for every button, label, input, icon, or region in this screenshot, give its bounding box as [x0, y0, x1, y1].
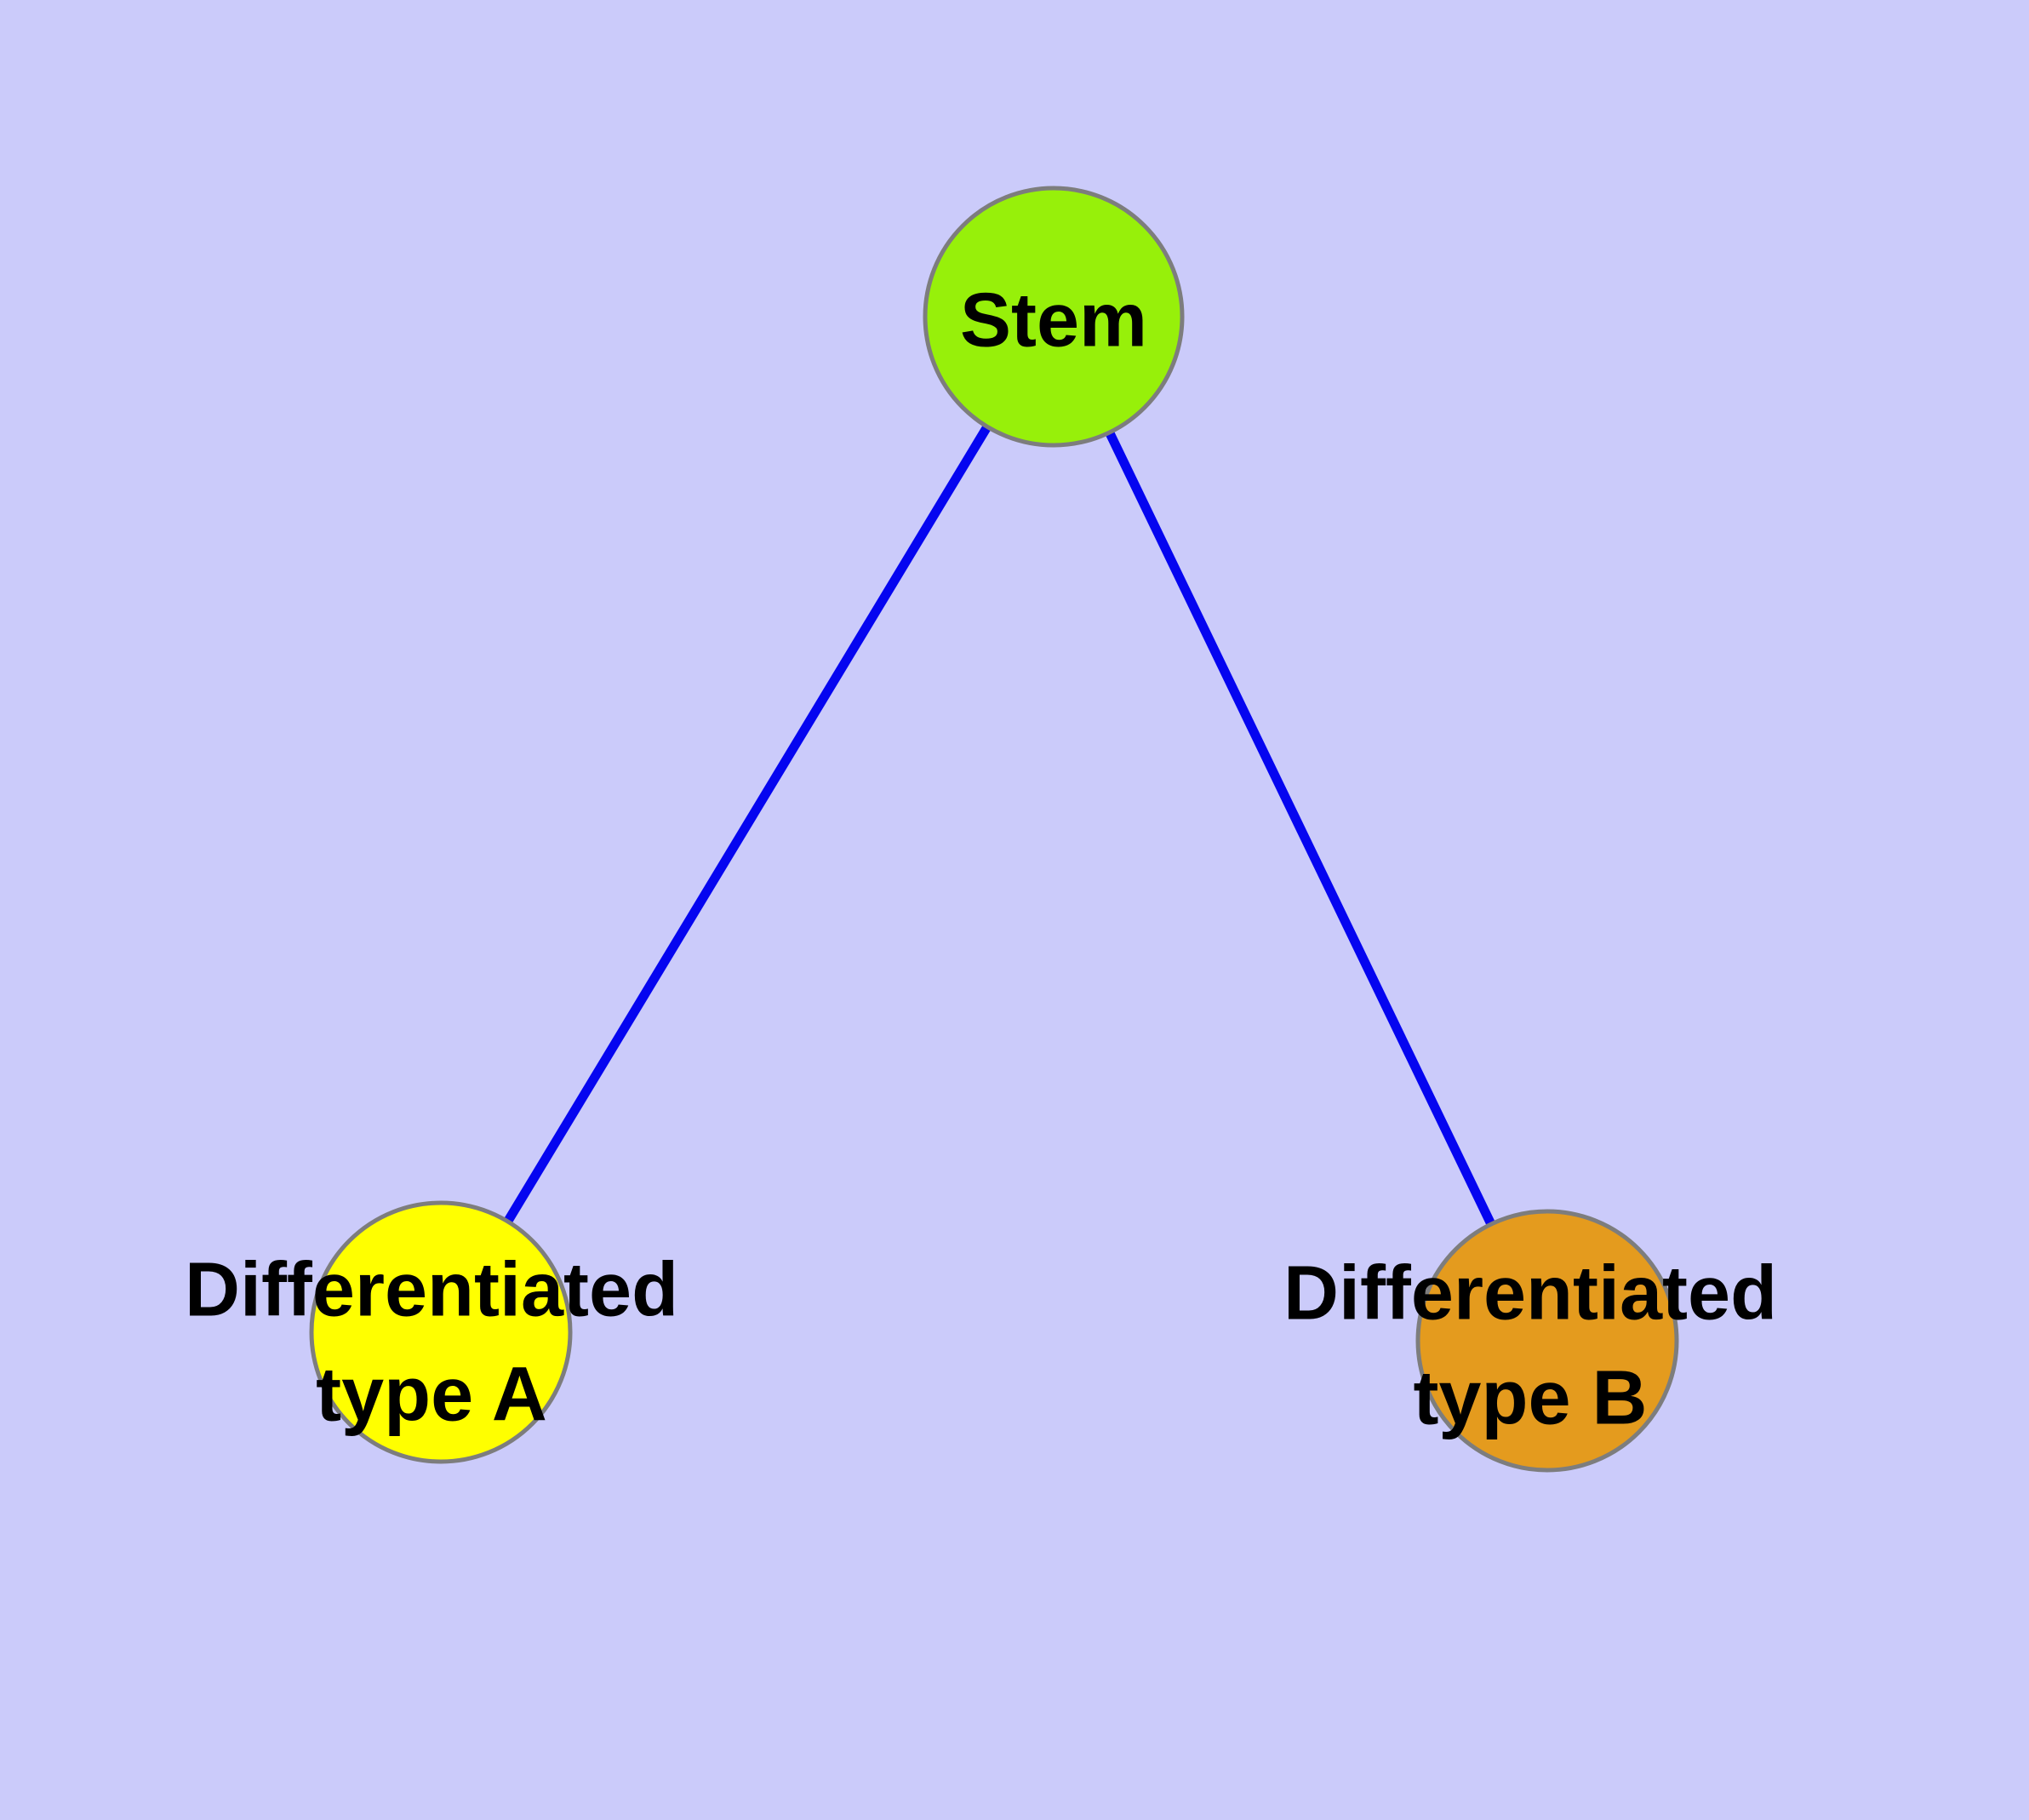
edge-stem-to-type-b [1049, 314, 1552, 1343]
node-stem-circle [923, 186, 1185, 448]
node-type-b-label: Differentiated type B [1283, 1242, 1777, 1452]
node-type-b-label-line2: type B [1413, 1356, 1648, 1441]
node-stem-label: Stem [959, 278, 1148, 363]
node-type-a-label-line1: Differentiated [184, 1247, 679, 1333]
edge-stem-to-type-a [437, 314, 1058, 1335]
node-type-b-label-line1: Differentiated [1283, 1251, 1778, 1336]
node-type-a-circle [309, 1200, 573, 1464]
node-type-a-label-line2: type A [316, 1353, 547, 1438]
node-type-a-label: Differentiated type A [185, 1239, 678, 1449]
node-type-b-circle [1415, 1209, 1679, 1473]
